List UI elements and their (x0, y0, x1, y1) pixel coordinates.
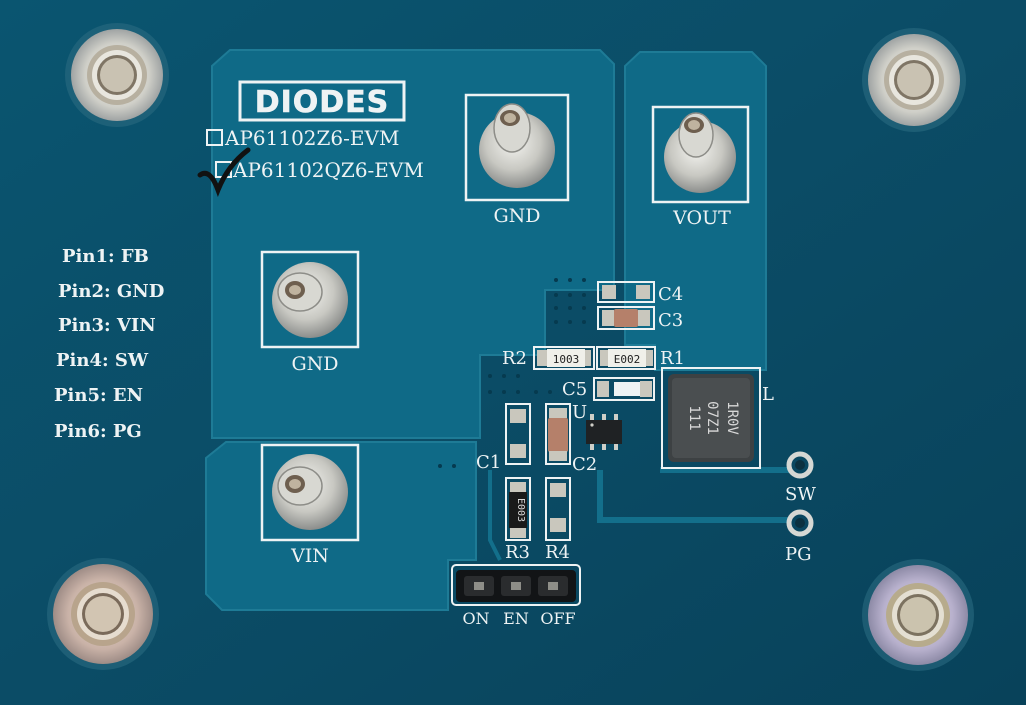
pin-label-1: Pin1: FB (62, 246, 149, 267)
pin-label-3: Pin3: VIN (58, 315, 156, 336)
label-sw: SW (785, 484, 816, 505)
pin-label-2: Pin2: GND (58, 281, 164, 302)
component-r3: E003 R3 (505, 477, 531, 563)
terminal-label-gnd-left: GND (291, 353, 338, 375)
component-u-ic: U (572, 402, 622, 450)
terminal-vin: VIN (260, 443, 360, 567)
terminal-label-vout: VOUT (672, 207, 731, 229)
pin-label-5: Pin5: EN (54, 385, 143, 406)
mounting-hole-top-right (862, 28, 966, 132)
component-c4: C4 (597, 281, 683, 305)
mounting-hole-top-left (65, 23, 169, 127)
component-c3: C3 (597, 306, 683, 331)
diodes-logo: DIODES (238, 80, 406, 122)
header-pin-en (501, 576, 531, 596)
inductor-marking-3: 111 (686, 405, 702, 430)
mounting-hole-bottom-left (47, 558, 159, 670)
terminal-vout: VOUT (651, 105, 750, 229)
brand-text: DIODES (255, 85, 390, 120)
handwritten-check-mark (197, 147, 251, 198)
label-c3: C3 (658, 310, 683, 331)
trace-en (488, 470, 502, 561)
header-pin-on (464, 576, 494, 596)
jumper-header-en: ON EN OFF (451, 564, 581, 628)
terminal-gnd-top: GND (464, 93, 570, 227)
header-pin-off (538, 576, 568, 596)
label-c1: C1 (476, 452, 501, 473)
marking-r3: E003 (515, 498, 526, 522)
test-point-sw: SW (785, 451, 816, 505)
label-u: U (572, 402, 587, 423)
component-r2: R2 1003 (502, 346, 595, 370)
pin-label-4: Pin4: SW (56, 350, 149, 371)
label-l: L (762, 384, 774, 405)
test-point-pg: PG (785, 509, 814, 565)
component-r1: E002 R1 (596, 346, 685, 370)
terminal-gnd-left: GND (260, 250, 360, 375)
terminal-label-vin: VIN (290, 545, 329, 567)
pin-legend: Pin1: FB Pin2: GND Pin3: VIN Pin4: SW Pi… (54, 246, 164, 442)
label-r3: R3 (505, 542, 530, 563)
marking-r1: E002 (614, 353, 641, 366)
label-on: ON (462, 609, 489, 628)
label-c5: C5 (562, 379, 587, 400)
variant-label-2: AP61102QZ6-EVM (232, 158, 424, 182)
label-pg: PG (785, 544, 812, 565)
copper-pour-vin (205, 441, 477, 611)
label-c2: C2 (572, 454, 597, 475)
label-off: OFF (540, 609, 575, 628)
label-en: EN (503, 609, 529, 628)
label-r1: R1 (660, 348, 685, 369)
mounting-hole-bottom-right (862, 559, 974, 671)
label-r2: R2 (502, 348, 527, 369)
label-c4: C4 (658, 284, 683, 305)
label-r4: R4 (545, 542, 570, 563)
variant-checkbox-1 (206, 129, 223, 146)
inductor-marking-2: 07Z1 (704, 401, 720, 435)
via-array (438, 278, 586, 468)
component-r4: R4 (545, 477, 571, 563)
inductor-marking-1: 1R0V (724, 401, 740, 435)
marking-r2: 1003 (553, 353, 580, 366)
variant-label-1: AP61102Z6-EVM (224, 126, 399, 150)
component-c2: C2 (545, 403, 597, 475)
component-c1: C1 (476, 403, 531, 473)
component-c5: C5 (562, 377, 655, 401)
terminal-label-gnd-top: GND (493, 205, 540, 227)
pin-label-6: Pin6: PG (54, 421, 142, 442)
trace-pg (597, 470, 790, 523)
component-inductor-l: 1R0V 07Z1 111 L (661, 367, 774, 469)
